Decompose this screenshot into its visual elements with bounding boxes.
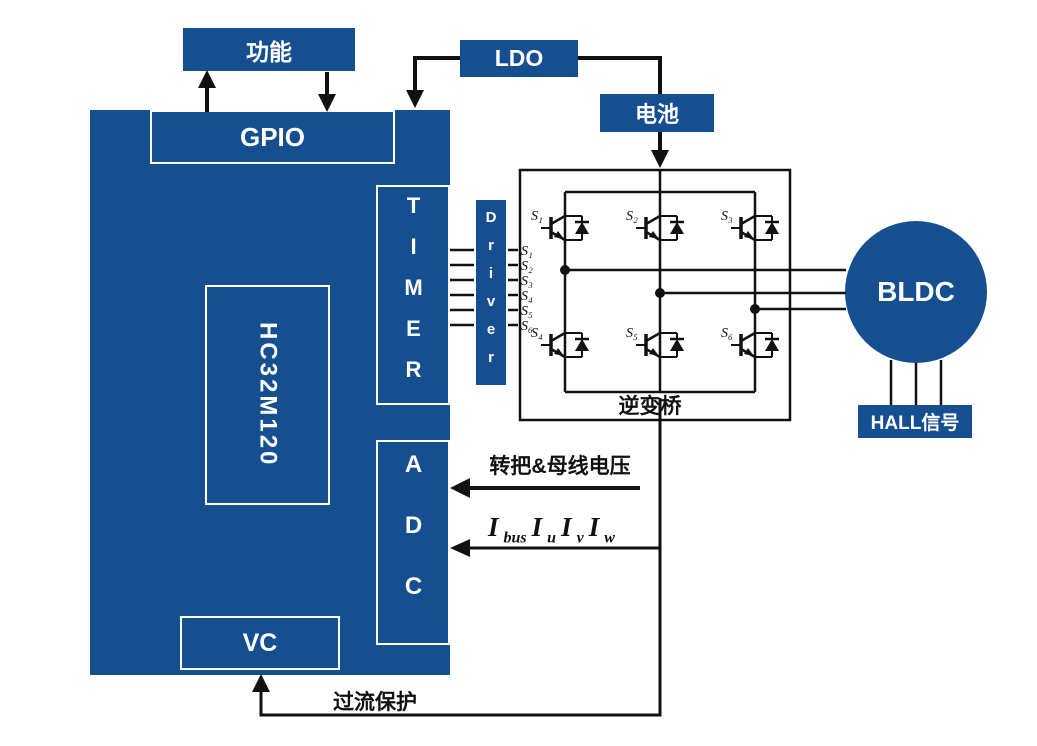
hall-label: HALL信号 xyxy=(870,413,960,434)
function-gpio-arrows xyxy=(198,70,336,112)
throttle-bus-voltage-text: 转把&母线电压 xyxy=(489,455,631,478)
gate-label-s6: S₆ xyxy=(521,319,533,334)
chip-block: HC32M120 xyxy=(205,285,330,505)
phase-node-v xyxy=(655,288,665,298)
igbt-s2 xyxy=(634,214,686,242)
gate-label-s1: S₁ xyxy=(521,244,533,259)
switch-label-s3: S₃ xyxy=(721,209,733,224)
driver-label: Driver xyxy=(482,208,500,377)
timer-block: TIMER xyxy=(376,185,450,405)
hall-signal-block: HALL信号 xyxy=(858,405,972,438)
gate-label-s3: S₃ xyxy=(521,274,533,289)
switch-label-s5: S₅ xyxy=(626,326,638,341)
hall-signal-lines xyxy=(889,360,943,405)
igbt-s4 xyxy=(539,331,591,359)
function-block: 功能 xyxy=(183,28,355,71)
bldc-motor: BLDC xyxy=(845,221,987,363)
switch-label-s1: S₁ xyxy=(531,209,543,224)
gate-label-s2: S₂ xyxy=(521,259,533,274)
phase-node-w xyxy=(750,304,760,314)
adc-block: ADC xyxy=(376,440,450,645)
function-label: 功能 xyxy=(246,38,292,65)
chip-label: HC32M120 xyxy=(254,322,282,468)
overcurrent-text: 过流保护 xyxy=(333,691,417,714)
switch-label-s2: S₂ xyxy=(626,209,638,224)
phase-node-u xyxy=(560,265,570,275)
battery-to-bridge-arrow xyxy=(651,132,669,168)
igbt-s1 xyxy=(539,214,591,242)
ldo-to-mcu-arrow xyxy=(406,56,460,108)
driver-block: Driver xyxy=(476,200,506,385)
battery-label: 电池 xyxy=(634,102,679,127)
adc-label: ADC xyxy=(400,451,427,634)
switch-label-s6: S₆ xyxy=(721,326,733,341)
throttle-bus-voltage-label: 转把&母线电压 xyxy=(455,450,665,480)
inverter-bridge-box: S₁ S₂ S₃ S₄ S₅ S₆ 逆变桥 xyxy=(518,168,792,422)
igbt-s6 xyxy=(729,331,781,359)
phase-lines-to-motor xyxy=(565,268,846,311)
gate-label-s4: S₄ xyxy=(521,289,533,304)
battery-block: 电池 xyxy=(600,94,714,132)
gpio-block: GPIO xyxy=(150,110,395,164)
gate-label-s5: S₅ xyxy=(521,304,533,319)
timer-label: TIMER xyxy=(401,192,426,398)
bldc-label: BLDC xyxy=(877,276,955,307)
igbt-s3 xyxy=(729,214,781,242)
ldo-label: LDO xyxy=(494,45,544,71)
gpio-label: GPIO xyxy=(239,121,305,152)
battery-to-ldo-line xyxy=(578,56,662,94)
vc-label: VC xyxy=(242,628,278,657)
throttle-arrow xyxy=(450,478,640,498)
ldo-block: LDO xyxy=(460,40,578,77)
igbt-s5 xyxy=(634,331,686,359)
inverter-bridge-label: 逆变桥 xyxy=(619,394,683,418)
switch-label-s4: S₄ xyxy=(531,326,543,341)
vc-block: VC xyxy=(180,616,340,670)
overcurrent-protection-label: 过流保护 xyxy=(333,686,417,716)
